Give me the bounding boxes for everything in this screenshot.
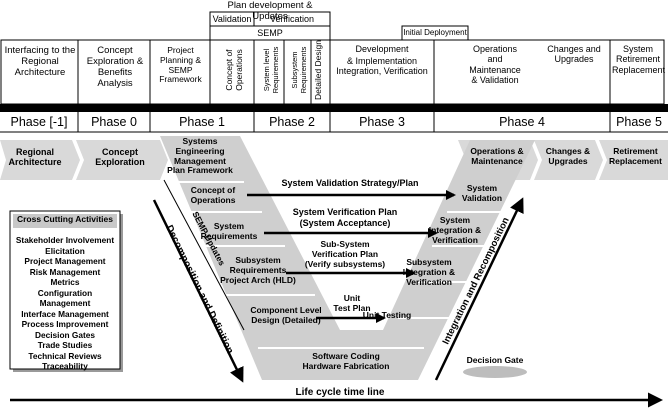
cross-cutting-item: Process Improvement — [21, 319, 109, 329]
column-operations: Operations and Maintenance & Validation — [469, 44, 521, 86]
timeline-label: Life cycle time line — [295, 387, 385, 398]
chevron-concept — [76, 140, 168, 180]
plan-subsystem-verification: Verification Plan — [311, 249, 379, 259]
validation-label: Validation — [212, 14, 252, 24]
phase-bar-top — [0, 104, 668, 112]
vee-system-requirements: System Requirements — [200, 221, 258, 241]
plan-subsystem-verify: (Verify subsystems) — [304, 259, 386, 269]
phase-0: Phase 0 — [91, 115, 137, 129]
column-changes: Changes and Upgrades — [547, 44, 601, 65]
cross-cutting-item: Risk Management — [29, 266, 101, 277]
decomposition-arrow — [152, 199, 244, 383]
chevron-regional-label: Regional Architecture — [8, 147, 62, 168]
phase-4: Phase 4 — [499, 115, 545, 129]
column-regional: Interfacing to the Regional Architecture — [4, 45, 76, 78]
initial-deployment-label: Initial Deployment — [403, 28, 467, 37]
column-detailed-design: Detailed Design — [313, 40, 323, 101]
chevron-retirement-label: Retirement Replacement — [609, 146, 662, 166]
cross-cutting-item: Technical Reviews — [28, 350, 102, 361]
chevron-regional — [0, 140, 80, 180]
integration-arrow — [434, 197, 524, 381]
plan-subsystem: Sub-System — [320, 239, 370, 249]
semp-updates-line — [163, 179, 245, 331]
column-integration: & Implementation Integration, Verificati… — [336, 56, 428, 77]
plan-unit-test: Test Plan — [333, 303, 371, 313]
phase-1: Phase 1 — [179, 115, 225, 129]
plan-dev-label: Plan development & Updates — [227, 0, 313, 22]
vee-component-design: Component Level Design (Detailed) — [250, 305, 322, 325]
cross-cutting-box — [9, 210, 121, 370]
cross-cutting-item: Decision Gates — [35, 329, 95, 340]
vee-subsystem-integration: Subsystem Integration & Verification — [402, 257, 456, 287]
chevron-concept-label: Concept Exploration — [95, 147, 145, 168]
cross-cutting-item: Metrics — [50, 277, 80, 287]
verification-label: Verification — [269, 14, 315, 24]
cross-cutting-item: Project Management — [24, 256, 106, 266]
vee-conops: Concept of Operations — [190, 185, 236, 205]
decision-gate-label: Decision Gate — [466, 355, 524, 365]
cross-cutting-item: Trade Studies — [37, 340, 93, 350]
phase-3: Phase 3 — [359, 115, 405, 129]
cross-cutting-item: Interface Management — [21, 308, 109, 319]
cross-cutting-item: Stakeholder Involvement — [15, 235, 115, 245]
vee-system-validation: System Validation — [461, 183, 503, 203]
cross-cutting-title-bg — [13, 214, 117, 228]
vee-semp-framework: Systems Engineering Management Plan Fram… — [167, 136, 233, 176]
vee-system-integration: System Integration & Verification — [428, 215, 482, 245]
cross-cutting-item: Configuration Management — [37, 287, 93, 309]
semp-label: SEMP — [257, 28, 283, 38]
column-system-req: System level Requirements — [262, 46, 280, 94]
plan-validation: System Validation Strategy/Plan — [281, 178, 419, 188]
column-concept: Concept Exploration & Benefits Analysis — [86, 45, 144, 89]
phase-5: Phase 5 — [616, 115, 662, 129]
vee-software-coding: Software Coding Hardware Fabrication — [302, 351, 390, 371]
phase-2: Phase 2 — [269, 115, 315, 129]
plan-verification: System Verification Plan — [292, 207, 398, 217]
cross-cutting-item: Traceability — [42, 361, 88, 371]
chevron-operations-label: Operations & Maintenance — [470, 146, 524, 166]
vee-unit-testing: Unit Testing — [362, 310, 412, 320]
cross-cutting-item: Elicitation — [45, 245, 85, 256]
column-development: Development — [355, 44, 409, 54]
phase-minus-1: Phase [-1] — [10, 115, 68, 129]
column-project-planning: Project Planning & SEMP Framework — [159, 45, 202, 85]
column-subsystem-req: Subsystem Requirements — [290, 46, 308, 94]
decision-gate-shape — [463, 366, 527, 378]
plan-verification-acceptance: (System Acceptance) — [299, 218, 391, 228]
chevron-changes-label: Changes & Upgrades — [545, 146, 591, 166]
cross-cutting-list: Stakeholder Involvement Elicitation Proj… — [12, 235, 118, 372]
column-conops: Concept of Operations — [224, 49, 244, 91]
plan-unit: Unit — [343, 293, 361, 303]
cross-cutting-title: Cross Cutting Activities — [16, 214, 114, 224]
vee-subsystem-requirements: Subsystem Requirements Project Arch (HLD… — [220, 255, 296, 285]
chevron-changes — [534, 140, 603, 180]
column-retirement: System Retirement Replacement — [612, 44, 666, 75]
chevron-retirement — [599, 140, 668, 180]
